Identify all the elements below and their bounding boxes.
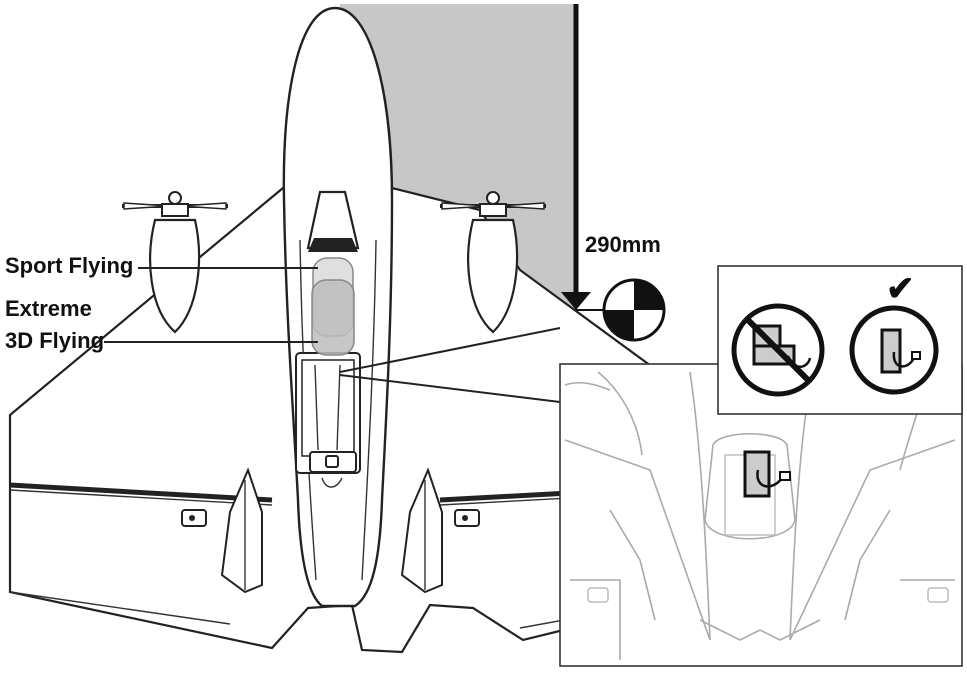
fuselage	[282, 6, 394, 608]
extreme-flying-label-line1: Extreme	[5, 296, 92, 321]
battery-orientation-panel: ✔	[717, 265, 963, 415]
battery-position-extreme	[311, 279, 355, 356]
left-fin	[220, 467, 263, 594]
battery-installed	[743, 450, 771, 498]
inset-callout-top	[339, 327, 561, 373]
right-motor-pod	[440, 191, 546, 334]
extreme-flying-callout: Extreme 3D Flying	[5, 296, 318, 353]
dimension-label: 290mm	[585, 232, 661, 257]
left-motor-pod	[122, 191, 228, 334]
right-fin	[400, 467, 443, 594]
correct-battery-orientation-icon	[849, 305, 939, 395]
dimension-arrow-head	[561, 292, 591, 310]
checkmark-icon: ✔	[886, 270, 915, 308]
extreme-flying-label-line2: 3D Flying	[5, 328, 104, 353]
canopy	[306, 190, 360, 250]
prohibited-battery-orientation-icon	[731, 303, 825, 397]
inset-callout-bottom	[339, 374, 561, 403]
sport-flying-label: Sport Flying	[5, 253, 133, 278]
sport-flying-callout: Sport Flying	[5, 253, 318, 278]
center-of-gravity-icon	[602, 278, 666, 342]
